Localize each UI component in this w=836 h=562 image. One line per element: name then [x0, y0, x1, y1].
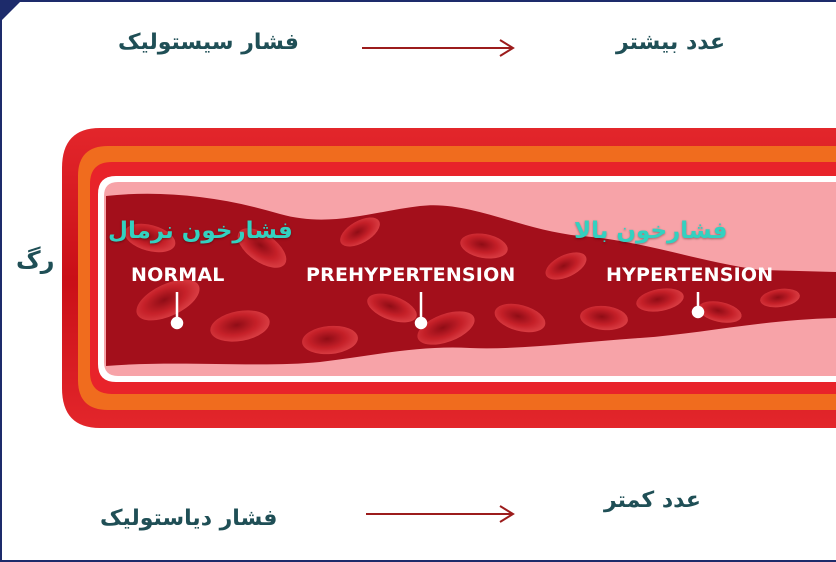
top-arrow	[362, 40, 513, 56]
bottom-arrow	[366, 506, 513, 522]
diastolic-pressure-label: فشار دیاستولیک	[100, 506, 277, 531]
vessel-label: رگ	[16, 246, 54, 274]
normal-pressure-fa-label: فشارخون نرمال	[108, 218, 293, 244]
lower-number-label: عدد کمتر	[604, 488, 701, 513]
stage-prehypertension-label: PREHYPERTENSION	[306, 264, 516, 286]
stage-hypertension-label: HYPERTENSION	[606, 264, 773, 286]
systolic-pressure-label: فشار سیستولیک	[118, 30, 299, 55]
higher-number-label: عدد بیشتر	[616, 30, 725, 55]
high-pressure-fa-label: فشارخون بالا	[574, 218, 727, 244]
stage-normal-label: NORMAL	[131, 264, 225, 286]
